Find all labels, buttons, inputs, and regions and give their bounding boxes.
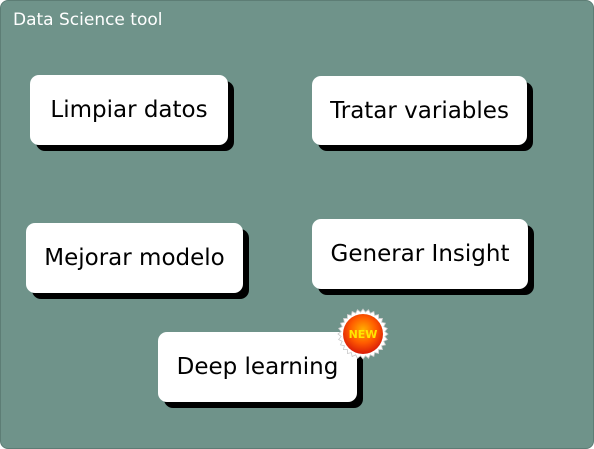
- deep-learning-button[interactable]: Deep learning: [158, 332, 357, 402]
- improve-model-label: Mejorar modelo: [44, 245, 225, 271]
- new-badge-icon: NEW: [337, 308, 389, 360]
- clean-data-button[interactable]: Limpiar datos: [30, 75, 228, 145]
- treat-variables-label: Tratar variables: [330, 97, 509, 124]
- treat-variables-button[interactable]: Tratar variables: [312, 76, 527, 145]
- new-badge-disc: [343, 314, 383, 354]
- generate-insight-label: Generar Insight: [330, 241, 510, 267]
- improve-model-button[interactable]: Mejorar modelo: [26, 223, 243, 293]
- generate-insight-button[interactable]: Generar Insight: [312, 219, 528, 289]
- deep-learning-label: Deep learning: [176, 354, 339, 380]
- panel-title: Data Science tool: [13, 10, 163, 30]
- new-badge-label: NEW: [349, 328, 378, 341]
- clean-data-label: Limpiar datos: [50, 97, 208, 123]
